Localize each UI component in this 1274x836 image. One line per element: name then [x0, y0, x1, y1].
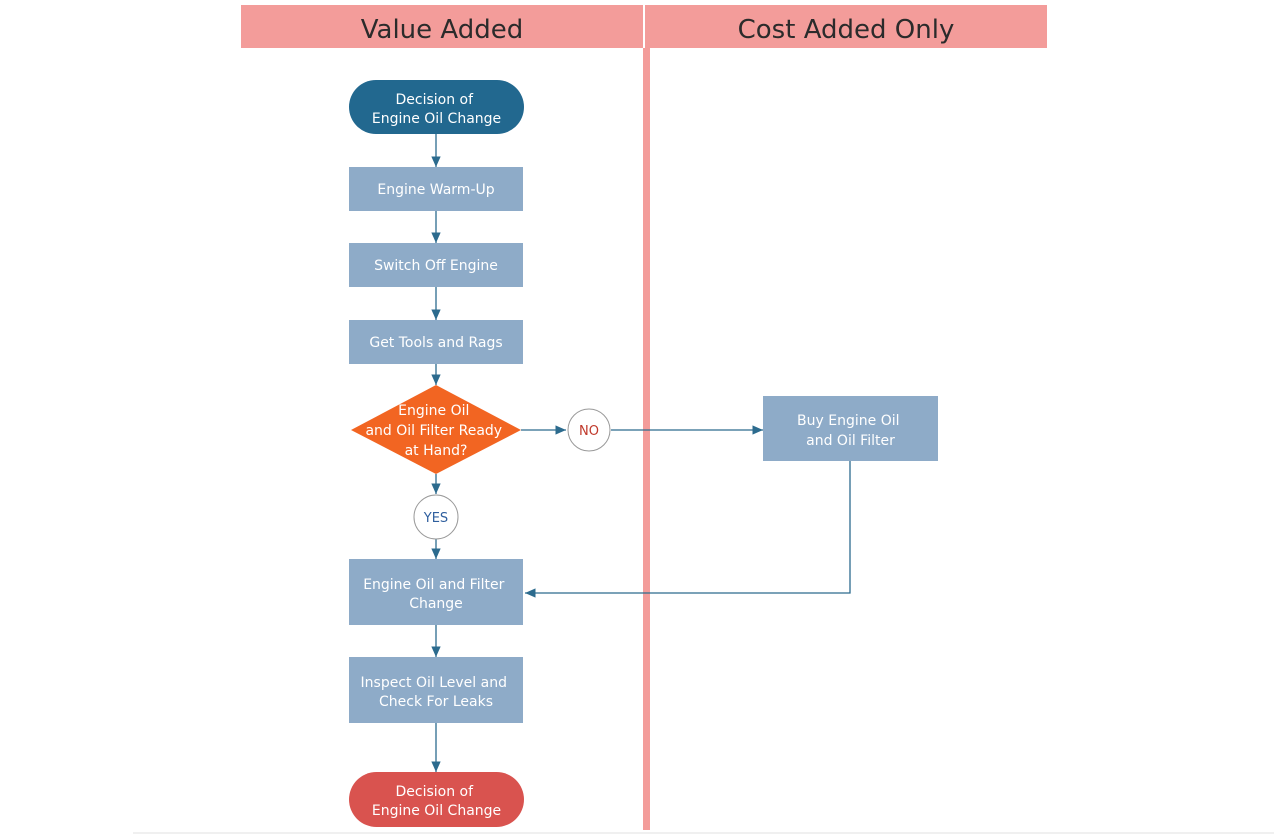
node-change: Engine Oil and Filter Change [349, 559, 523, 625]
node-warm-up-label: Engine Warm-Up [377, 182, 494, 198]
node-get-tools-label: Get Tools and Rags [369, 335, 502, 351]
node-change-line-2: Change [409, 596, 463, 612]
node-end: Decision of Engine Oil Change [349, 772, 524, 827]
branch-yes-label: YES [423, 511, 448, 526]
ready-check-decision-shape [351, 385, 521, 474]
node-inspect-line-1: Inspect Oil Level and [361, 675, 507, 691]
node-buy-line-2: and Oil Filter [806, 433, 895, 449]
start-terminator-shape [349, 80, 524, 134]
node-ready-check: Engine Oil and Oil Filter Ready at Hand? [351, 385, 521, 474]
node-inspect: Inspect Oil Level and Check For Leaks [349, 657, 523, 723]
connectors [431, 134, 851, 772]
branch-no-circle [567, 408, 611, 452]
lane-header-cost-added-only [645, 5, 1047, 48]
node-buy-line-1: Buy Engine Oil [797, 413, 899, 429]
change-process-shape [349, 559, 523, 625]
node-end-label: Decision of Engine Oil Change [372, 784, 501, 819]
buy-process-shape [763, 396, 938, 461]
end-terminator-shape [349, 772, 524, 827]
node-start: Decision of Engine Oil Change [349, 80, 524, 134]
node-end-line-2: Engine Oil Change [372, 803, 501, 819]
node-warm-up: Engine Warm-Up [349, 167, 523, 211]
lane-divider [643, 48, 650, 830]
nodes: Decision of Engine Oil Change Engine War… [349, 80, 938, 827]
lane-header-value-added [241, 5, 643, 48]
node-change-label: Engine Oil and Filter Change [363, 577, 509, 612]
node-inspect-label: Inspect Oil Level and Check For Leaks [361, 675, 512, 710]
node-start-label: Decision of Engine Oil Change [372, 92, 501, 127]
node-inspect-line-2: Check For Leaks [379, 694, 493, 710]
node-start-line-2: Engine Oil Change [372, 111, 501, 127]
inspect-process-shape [349, 657, 523, 723]
lane-title-cost-added-only: Cost Added Only [738, 15, 955, 45]
node-change-line-1: Engine Oil and Filter [363, 577, 504, 593]
node-get-tools-line-1: Get Tools and Rags [369, 335, 502, 351]
node-buy-label: Buy Engine Oil and Oil Filter [797, 413, 904, 449]
branch-no: NO [567, 408, 611, 452]
swimlane-headers: Value Added Cost Added Only [241, 5, 1047, 48]
node-ready-check-line-1: Engine Oil [398, 403, 469, 419]
get-tools-process-shape [349, 320, 523, 364]
node-buy: Buy Engine Oil and Oil Filter [763, 396, 938, 461]
branch-no-label: NO [579, 424, 599, 439]
node-ready-check-label: Engine Oil and Oil Filter Ready at Hand? [365, 403, 506, 459]
node-switch-off: Switch Off Engine [349, 243, 523, 287]
node-get-tools: Get Tools and Rags [349, 320, 523, 364]
node-end-line-1: Decision of [396, 784, 475, 800]
node-warm-up-line-1: Engine Warm-Up [377, 182, 494, 198]
node-start-line-1: Decision of [396, 92, 475, 108]
connector-buy-to-change [525, 461, 851, 598]
switch-off-process-shape [349, 243, 523, 287]
node-switch-off-line-1: Switch Off Engine [374, 258, 498, 274]
node-switch-off-label: Switch Off Engine [374, 258, 498, 274]
lane-title-value-added: Value Added [361, 15, 524, 45]
node-ready-check-line-2: and Oil Filter Ready [365, 423, 502, 439]
branch-yes: YES [413, 494, 459, 540]
node-ready-check-line-3: at Hand? [405, 443, 468, 459]
branch-yes-circle [413, 494, 459, 540]
warm-up-process-shape [349, 167, 523, 211]
